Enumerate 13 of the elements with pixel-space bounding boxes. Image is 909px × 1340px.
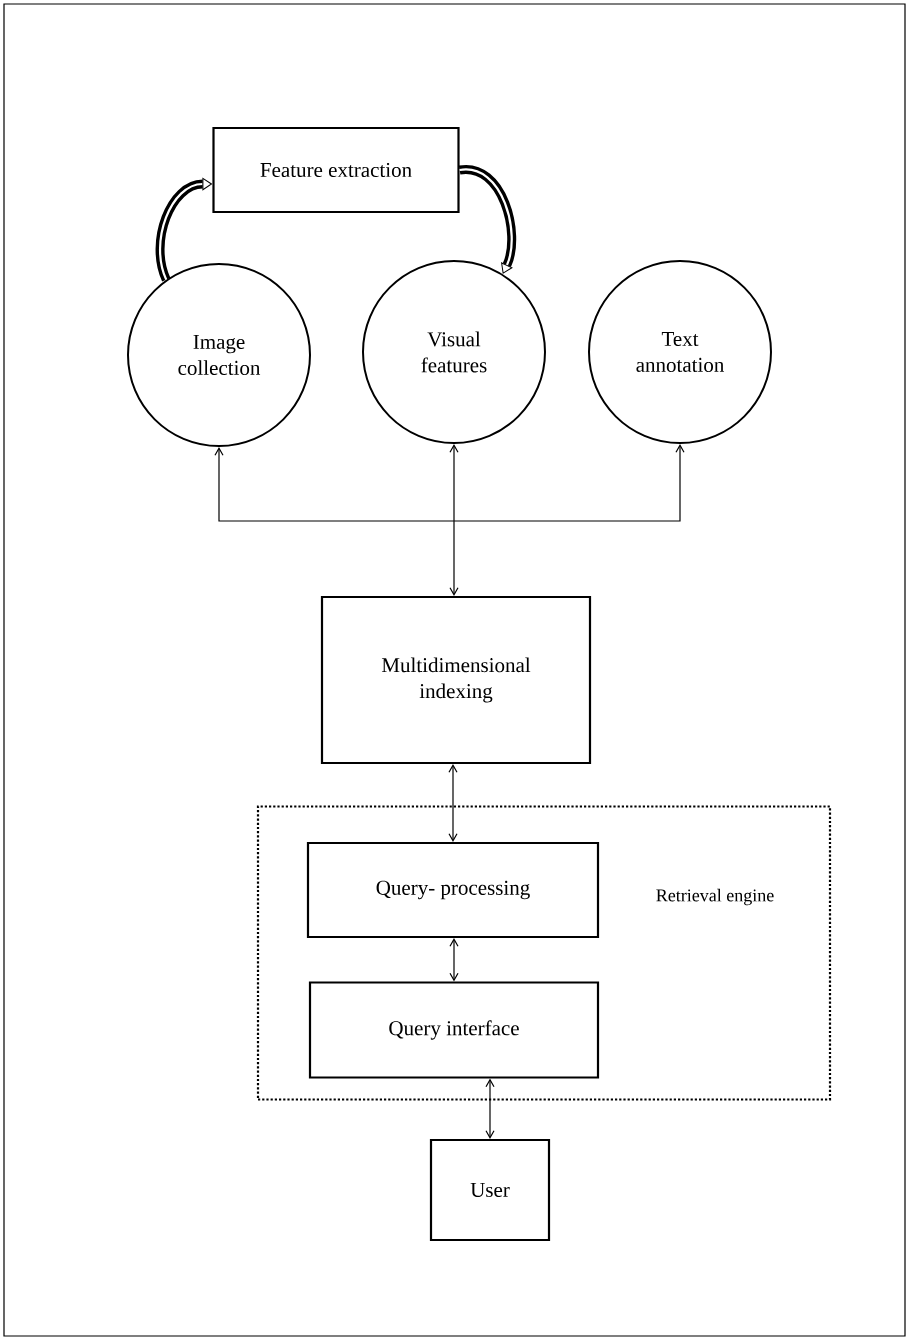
arrow <box>453 444 685 522</box>
arrow <box>214 447 455 522</box>
arrow <box>449 444 459 596</box>
process-box: Feature extraction <box>212 126 460 214</box>
process-box: User <box>429 1138 551 1242</box>
curved-arrow <box>459 165 517 274</box>
arrow <box>449 938 459 982</box>
arrow <box>448 764 458 842</box>
process-box: Query- processing <box>306 841 600 939</box>
arrow <box>485 1078 495 1139</box>
process-box: Query interface <box>308 981 600 1079</box>
process-box: Multidimensional indexing <box>320 595 592 765</box>
curved-arrow <box>155 177 212 282</box>
